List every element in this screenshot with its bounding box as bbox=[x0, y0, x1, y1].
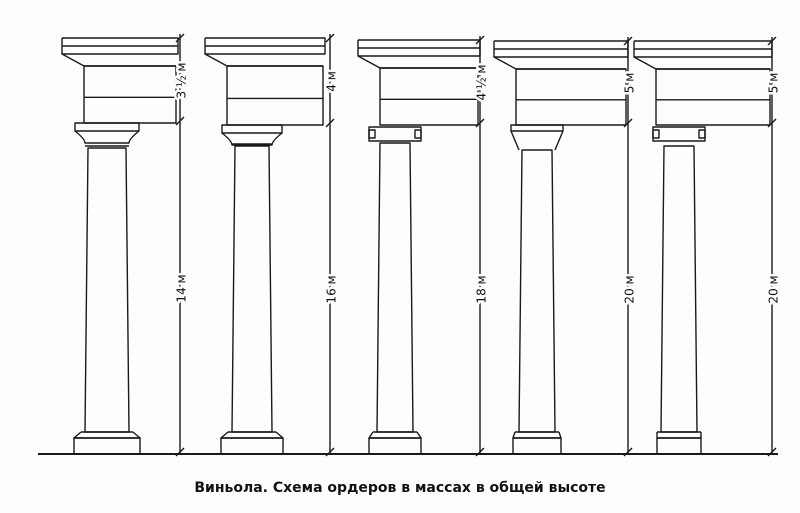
column-shaft bbox=[84, 147, 130, 433]
base-moulding bbox=[512, 431, 562, 439]
column-height-label: 20 м bbox=[623, 275, 637, 303]
order-1: 3 ½ м 14 м bbox=[61, 33, 191, 457]
dimension-tick bbox=[325, 33, 335, 43]
diagram-caption: Виньола. Схема ордеров в массах в общей … bbox=[194, 480, 606, 496]
base-plinth bbox=[656, 437, 702, 455]
base-moulding bbox=[656, 432, 702, 439]
cornice-bed-mould bbox=[493, 56, 626, 70]
dimension-tick bbox=[767, 36, 777, 46]
cornice bbox=[204, 37, 326, 55]
entablature-height-label: 4 ½ м bbox=[475, 65, 489, 101]
capital-abacus bbox=[510, 124, 564, 132]
capital-abacus bbox=[74, 122, 140, 132]
volute-left bbox=[652, 129, 660, 139]
frieze-architrave bbox=[226, 65, 324, 126]
frieze-architrave bbox=[83, 65, 177, 124]
dimension-tick bbox=[325, 118, 335, 128]
dimension-tick bbox=[767, 118, 777, 128]
dimension-tick bbox=[475, 118, 485, 128]
dimension-tick bbox=[175, 33, 185, 43]
cornice bbox=[61, 37, 179, 55]
column-height-label: 14 м bbox=[175, 274, 189, 302]
column-shaft bbox=[376, 142, 414, 433]
column-height-label: 20 м bbox=[767, 275, 781, 303]
order-5: 5 м 20 м bbox=[633, 36, 783, 457]
volute-left bbox=[368, 129, 376, 139]
capital-echinus bbox=[74, 130, 140, 144]
dimension-tick bbox=[623, 118, 633, 128]
order-4: 5 м 20 м bbox=[493, 36, 639, 457]
volute-right bbox=[414, 129, 422, 139]
capital-echinus bbox=[221, 132, 283, 146]
column-shaft bbox=[231, 145, 273, 433]
base-plinth bbox=[512, 437, 562, 455]
capital-abacus bbox=[221, 124, 283, 134]
cornice-bed-mould bbox=[633, 56, 770, 70]
cornice-bed-mould bbox=[357, 55, 478, 69]
entablature-height-label: 5 м bbox=[623, 73, 637, 94]
capital-volute bbox=[652, 126, 706, 142]
base-moulding bbox=[368, 431, 422, 439]
frieze-architrave bbox=[655, 68, 771, 126]
frieze-architrave bbox=[379, 67, 479, 126]
base-plinth bbox=[368, 437, 422, 455]
entablature-height-label: 4 м bbox=[325, 71, 339, 92]
entablature-height-label: 3 ½ м bbox=[175, 63, 189, 99]
base-plinth bbox=[220, 437, 284, 455]
cornice-bed-mould bbox=[61, 53, 176, 67]
order-3: 4 ½ м 18 м bbox=[357, 35, 491, 457]
base-moulding bbox=[220, 431, 284, 439]
dimension-tick bbox=[623, 36, 633, 46]
column-height-label: 16 м bbox=[325, 275, 339, 303]
entablature-height-label: 5 м bbox=[767, 73, 781, 94]
capital-bell bbox=[510, 130, 564, 151]
capital-volute bbox=[368, 126, 422, 142]
orders-layer: 3 ½ м 14 м 4 м 16 м 4 ½ м 18 м 5 м 20 м 5 м 20 м bbox=[61, 33, 783, 457]
cornice-bed-mould bbox=[204, 53, 323, 67]
order-2: 4 м 16 м bbox=[204, 33, 341, 457]
base-moulding bbox=[73, 431, 141, 439]
dimension-tick bbox=[475, 35, 485, 45]
dimension-tick bbox=[175, 116, 185, 126]
base-plinth bbox=[73, 437, 141, 455]
column-height-label: 18 м bbox=[475, 275, 489, 303]
column-shaft bbox=[660, 145, 698, 433]
column-shaft bbox=[518, 149, 556, 433]
frieze-architrave bbox=[515, 68, 627, 126]
volute-right bbox=[698, 129, 706, 139]
